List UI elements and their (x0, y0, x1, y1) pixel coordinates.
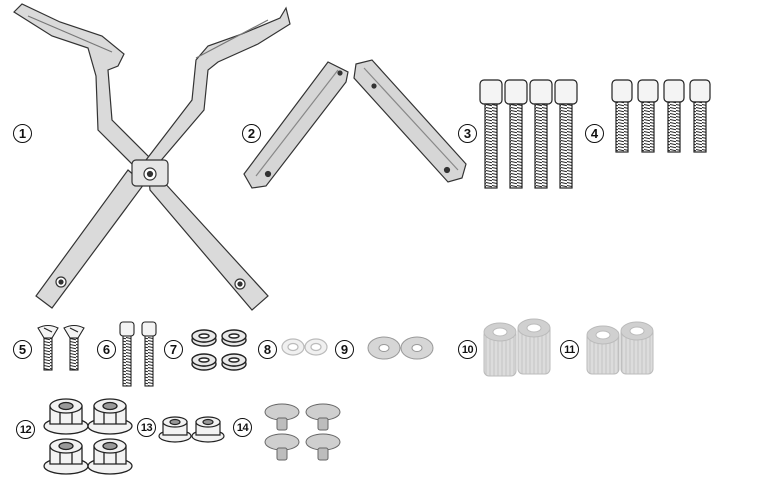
short-bolt-icon (611, 79, 711, 153)
part-number-7: 7 (164, 340, 183, 359)
small-washer-icon (281, 338, 328, 356)
rubber-bumper-icon (264, 403, 341, 461)
small-flange-nut-icon (158, 416, 225, 443)
flat-washer-icon (367, 336, 434, 360)
part-number-12: 12 (16, 420, 35, 439)
part-number-10: 10 (458, 340, 477, 359)
angled-arms-icon (243, 59, 467, 189)
part-number-11: 11 (560, 340, 579, 359)
x-bracket-icon (13, 3, 291, 311)
large-flange-nut-icon (43, 398, 133, 475)
part-number-9: 9 (335, 340, 354, 359)
tall-spacer-icon (483, 318, 551, 377)
part-number-2: 2 (242, 124, 261, 143)
part-number-13: 13 (137, 418, 156, 437)
part-number-4: 4 (585, 124, 604, 143)
long-bolt-icon (479, 79, 578, 189)
allen-bolt-icon (119, 321, 157, 387)
part-number-1: 1 (13, 124, 32, 143)
part-number-14: 14 (233, 418, 252, 437)
short-spacer-icon (586, 321, 654, 375)
countersunk-screw-icon (37, 324, 85, 371)
part-number-8: 8 (258, 340, 277, 359)
part-number-5: 5 (13, 340, 32, 359)
part-number-3: 3 (458, 124, 477, 143)
spring-washer-icon (191, 329, 247, 371)
part-number-6: 6 (97, 340, 116, 359)
